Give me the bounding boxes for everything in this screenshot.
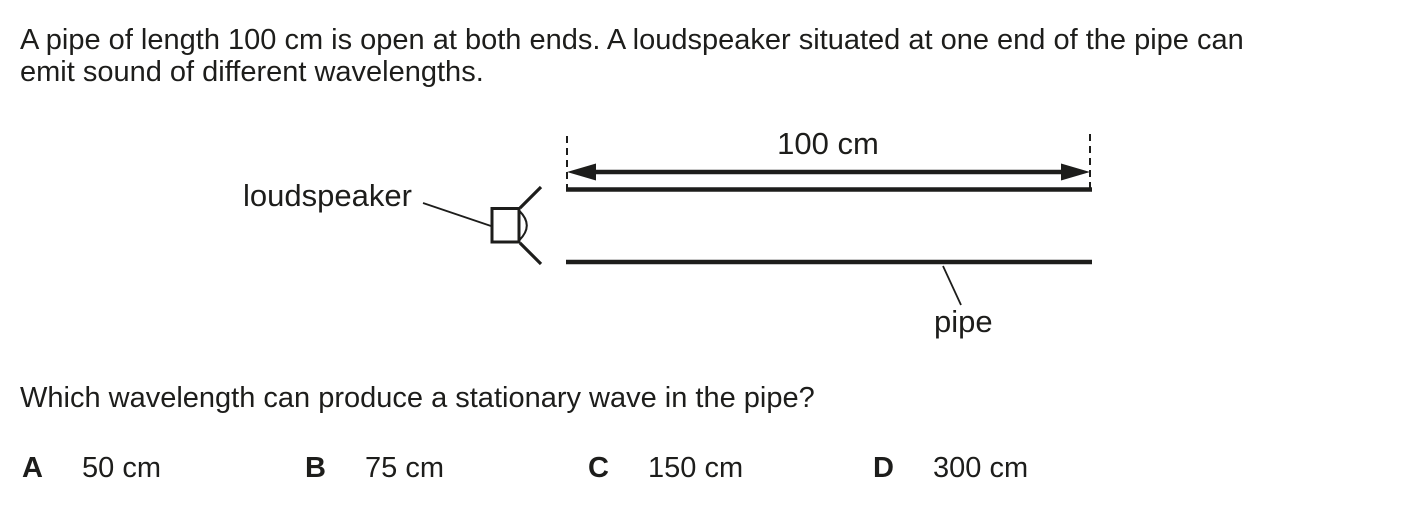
intro-line-1: A pipe of length 100 cm is open at both … <box>20 24 1244 56</box>
option-value: 50 cm <box>82 452 161 484</box>
question-text: Which wavelength can produce a stationar… <box>20 382 815 414</box>
loudspeaker-leader-line <box>422 202 492 227</box>
option-letter: D <box>873 452 894 484</box>
arrow-head-left-icon <box>567 163 596 181</box>
option-value: 300 cm <box>933 452 1029 484</box>
option-d: D 300 cm <box>873 452 1028 485</box>
arrow-head-right-icon <box>1061 163 1090 181</box>
length-label: 100 cm <box>777 126 879 161</box>
loudspeaker-body <box>490 207 521 244</box>
loudspeaker-horn-bottom-line <box>518 241 543 266</box>
pipe-label: pipe <box>934 304 993 339</box>
option-c: C 150 cm <box>588 452 743 485</box>
option-value: 150 cm <box>648 452 744 484</box>
option-letter: C <box>588 452 609 484</box>
loudspeaker-label: loudspeaker <box>243 178 412 213</box>
option-a: A 50 cm <box>22 452 161 485</box>
option-b: B 75 cm <box>305 452 444 485</box>
loudspeaker-diaphragm-arc <box>518 210 528 241</box>
option-letter: B <box>305 452 326 484</box>
option-letter: A <box>22 452 43 484</box>
pipe-leader-line <box>942 265 962 306</box>
option-value: 75 cm <box>365 452 444 484</box>
loudspeaker-horn-top-line <box>518 185 543 210</box>
question-intro: A pipe of length 100 cm is open at both … <box>20 24 1412 88</box>
length-arrow <box>567 163 1090 181</box>
intro-line-2: emit sound of different wavelengths. <box>20 56 484 88</box>
loudspeaker-icon <box>490 185 543 266</box>
